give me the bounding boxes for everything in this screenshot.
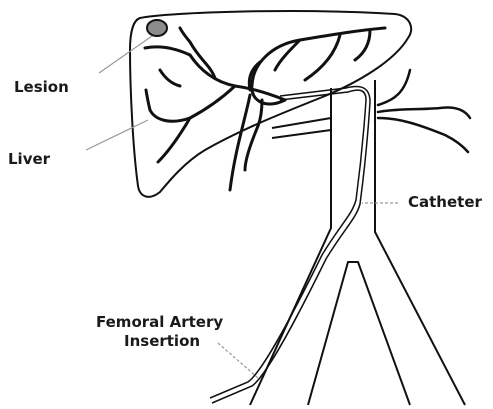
splenic-branches	[378, 70, 470, 152]
hepatic-branches	[145, 28, 385, 190]
liver-label: Liver	[8, 150, 50, 168]
insertion-label: Insertion	[124, 332, 200, 350]
lesion-label: Lesion	[14, 78, 69, 96]
femoral-leader	[218, 343, 258, 378]
femoral-artery-label: Femoral Artery	[96, 313, 223, 331]
liver-leader	[86, 120, 148, 150]
aorta-and-iliacs	[250, 80, 465, 405]
lesion-mark	[147, 20, 167, 36]
lesion-leader	[99, 36, 152, 73]
catheter-label: Catheter	[408, 193, 482, 211]
